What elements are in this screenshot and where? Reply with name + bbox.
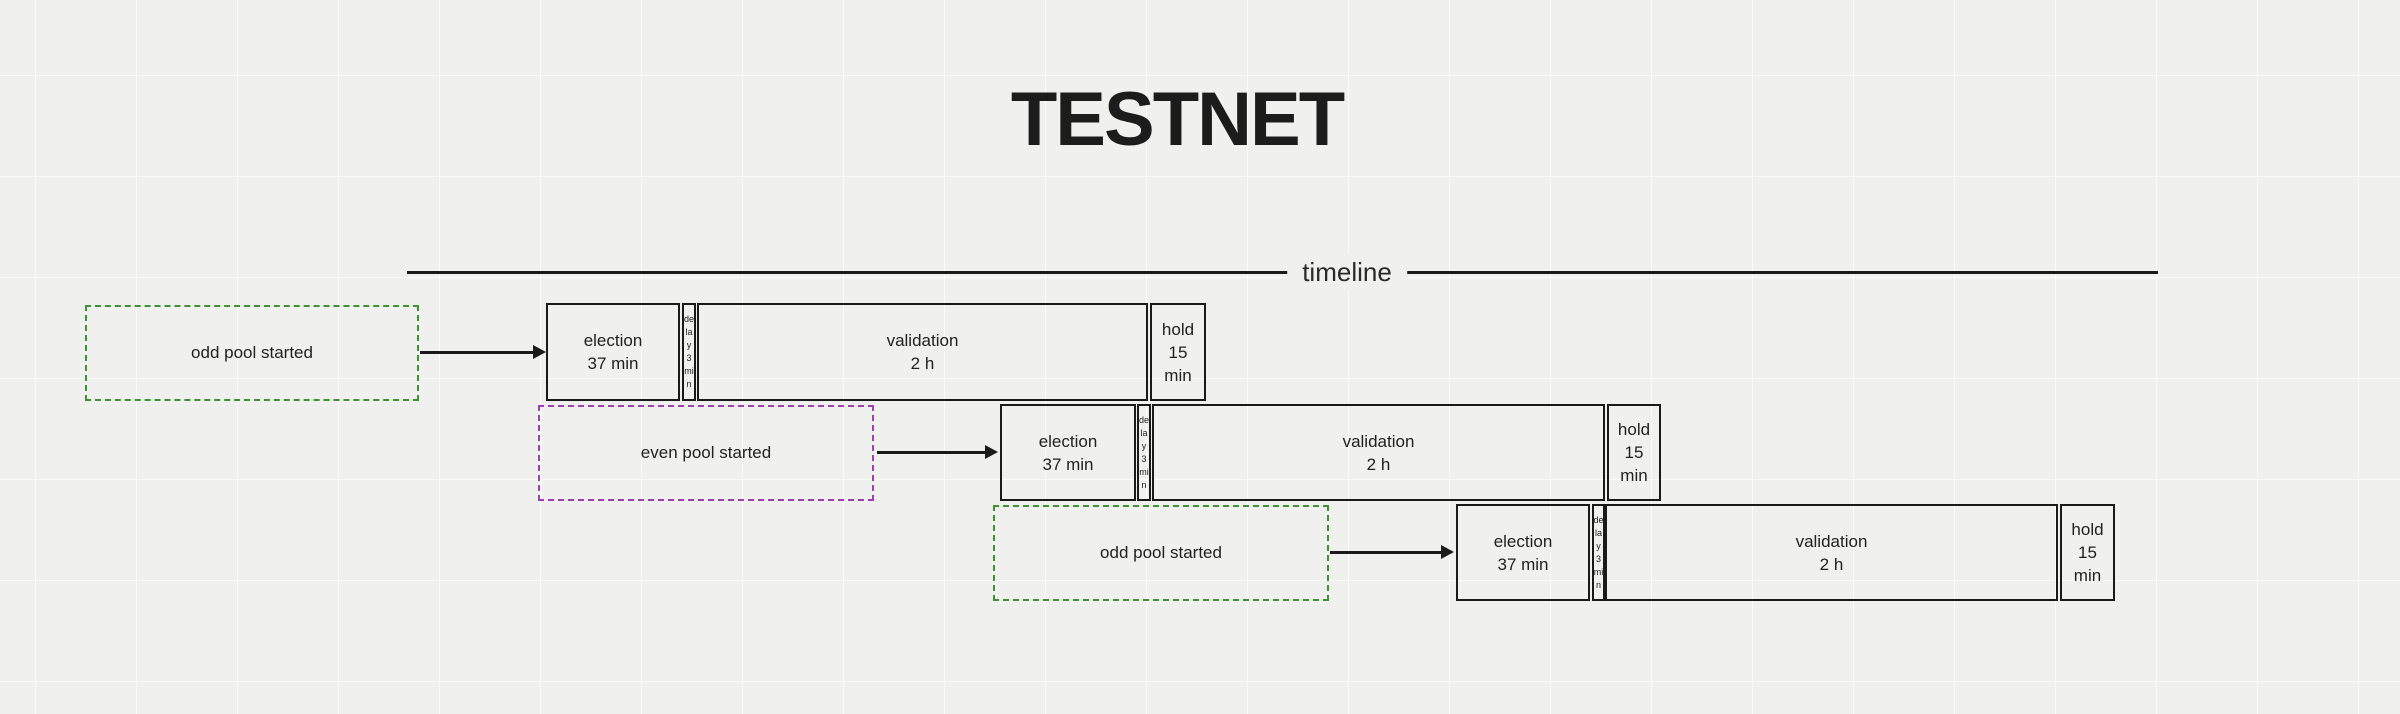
phase-name: election: [1493, 531, 1553, 551]
phase-duration: 15 min: [1164, 342, 1192, 385]
flow-arrow: [420, 351, 533, 354]
phase-name: hold: [2071, 520, 2104, 539]
phase-box-election: election 37 min: [1456, 504, 1590, 601]
flow-arrow: [1330, 551, 1441, 554]
phase-name: delay: [1593, 514, 1604, 551]
phase-box-election: election 37 min: [546, 303, 680, 401]
phase-name: hold: [1617, 420, 1651, 439]
phase-box-validation: validation 2 h: [1605, 504, 2058, 601]
phase-name: hold: [1161, 319, 1195, 339]
phase-box-hold: hold 15 min: [1607, 404, 1661, 501]
phase-duration: 2 h: [910, 354, 935, 373]
phase-duration: 37 min: [1497, 554, 1549, 574]
phase-duration: 37 min: [587, 354, 639, 373]
timeline-axis: [407, 271, 2158, 274]
phase-duration: 15 min: [2073, 543, 2102, 585]
trigger-label: odd pool started: [1100, 543, 1222, 562]
phase-box-delay: delay 3 min: [682, 303, 696, 401]
phase-duration: 3 min: [1593, 553, 1604, 590]
page-title: TESTNET: [1010, 77, 1345, 162]
phase-box-hold: hold 15 min: [1150, 303, 1206, 401]
phase-name: validation: [1795, 531, 1868, 551]
phase-name: election: [1038, 431, 1098, 451]
phase-duration: 15 min: [1620, 443, 1648, 485]
phase-duration: 3 min: [684, 353, 694, 389]
trigger-box-even-pool: even pool started: [538, 405, 874, 501]
phase-duration: 3 min: [1139, 453, 1149, 490]
trigger-box-odd-pool-1: odd pool started: [85, 305, 419, 401]
trigger-label: odd pool started: [191, 343, 313, 362]
phase-name: delay: [1139, 414, 1150, 451]
phase-box-delay: delay 3 min: [1137, 404, 1151, 501]
trigger-box-odd-pool-2: odd pool started: [993, 505, 1329, 601]
phase-box-validation: validation 2 h: [1152, 404, 1605, 501]
phase-name: delay: [684, 314, 695, 350]
trigger-label: even pool started: [640, 443, 772, 462]
phase-duration: 37 min: [1042, 454, 1094, 474]
phase-box-validation: validation 2 h: [697, 303, 1148, 401]
phase-duration: 2 h: [1366, 454, 1391, 474]
timeline-axis-label: timeline: [1287, 254, 1407, 290]
phase-name: validation: [886, 331, 959, 350]
phase-name: validation: [1342, 431, 1415, 451]
flow-arrow: [877, 451, 985, 454]
phase-duration: 2 h: [1819, 554, 1844, 574]
phase-box-delay: delay 3 min: [1592, 504, 1605, 601]
phase-box-election: election 37 min: [1000, 404, 1136, 501]
phase-box-hold: hold 15 min: [2060, 504, 2115, 601]
phase-name: election: [583, 331, 643, 350]
